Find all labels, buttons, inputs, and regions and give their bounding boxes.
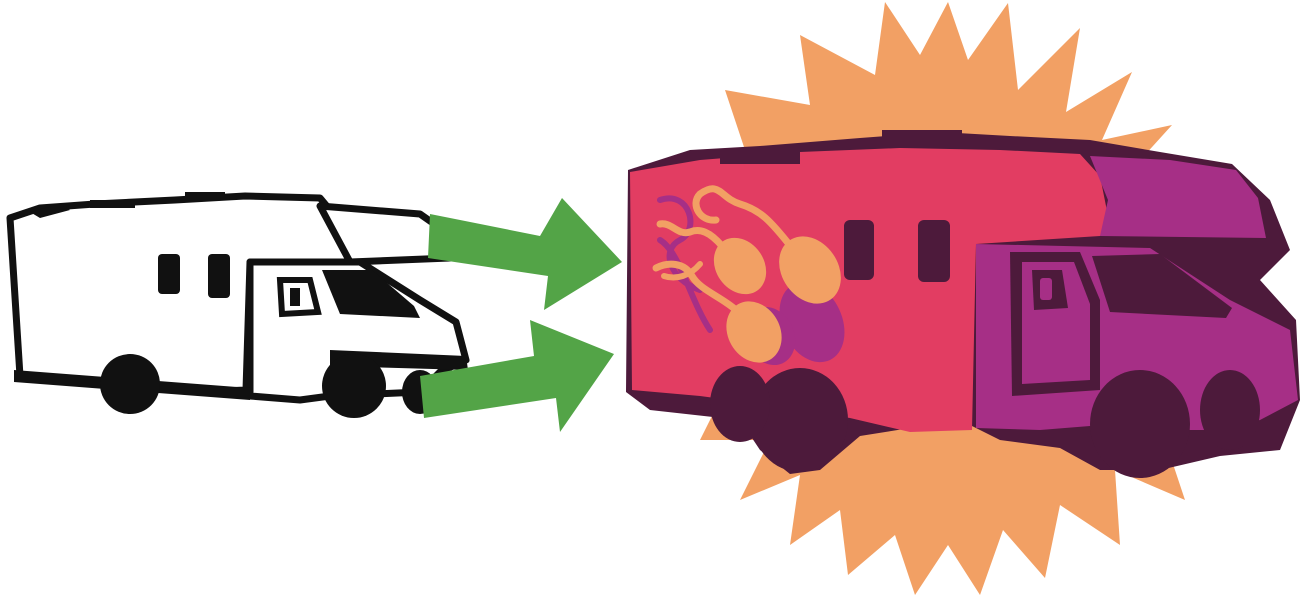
decoration-tail	[692, 185, 796, 252]
left-rv-roof-vent	[185, 192, 225, 200]
left-rv-roof-edge	[30, 204, 70, 218]
decoration-cell	[726, 301, 782, 363]
decoration-tail	[661, 261, 703, 281]
decoration-tail	[652, 260, 740, 314]
right-rv-roof-vent	[882, 130, 962, 146]
arrow-right-icon	[428, 198, 622, 310]
left-rv-windshield	[322, 270, 420, 318]
right-rv-roof-ac	[720, 150, 800, 164]
decoration-tail	[656, 220, 726, 250]
decoration-cell	[779, 236, 841, 304]
left-rv-window-1	[158, 254, 180, 294]
right-rv-door-handle	[1040, 278, 1052, 300]
right-rv-windshield	[1092, 254, 1232, 318]
right-rv-wheel-front	[1090, 370, 1190, 478]
sperm-cells-icon	[652, 185, 845, 366]
left-rv-wheel-rear	[100, 354, 160, 414]
right-rv-overcab	[1090, 156, 1266, 238]
left-rv-door-handle	[290, 288, 300, 306]
decoration-shadow-cell	[779, 281, 845, 363]
right-rv-window-2	[918, 220, 950, 282]
right-rv-wheel-front-2	[1200, 370, 1260, 450]
arrow-right-icon	[420, 320, 614, 432]
rv-silhouette-icon	[6, 192, 470, 418]
left-rv-roof-ac	[90, 200, 135, 208]
right-rv-wheel-rear-2	[710, 366, 770, 442]
right-rv-window-1	[844, 220, 874, 280]
right-rv-wheel-rear	[752, 368, 848, 472]
decoration-cell	[713, 237, 767, 295]
left-rv-window-2	[208, 254, 230, 298]
left-rv-wheel-front	[322, 354, 386, 418]
